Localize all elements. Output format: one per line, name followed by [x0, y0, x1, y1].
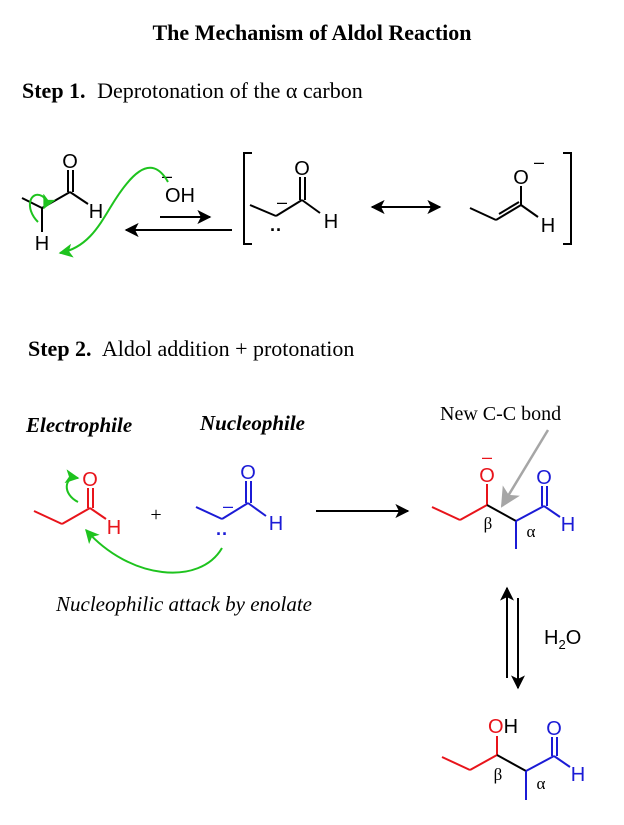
step1-heading: Step 1. Deprotonation of the α carbon — [22, 78, 363, 103]
enolate-oxygen: O — [513, 167, 529, 189]
green-curved-arrow-ch-bond — [28, 193, 56, 223]
electrophile-structure — [33, 488, 107, 525]
plus-sign: + — [150, 504, 161, 526]
water-subscript: 2 — [558, 637, 565, 652]
step1-label: Step 1. — [22, 78, 86, 103]
enolate-hydrogen: H — [541, 215, 555, 237]
step1-aldehyde-oxygen: O — [62, 151, 78, 173]
page-title: The Mechanism of Aldol Reaction — [153, 20, 472, 45]
carbanion-charge: – — [277, 192, 287, 212]
electrophile-oxygen-label: O — [82, 469, 98, 491]
new-bond-label: New C-C bond — [440, 403, 561, 425]
alkoxide-alpha-label: α — [527, 522, 536, 541]
step1-description: Deprotonation of the α carbon — [97, 78, 363, 103]
carbanion-structure — [249, 177, 321, 217]
alkoxide-beta-label: β — [484, 514, 493, 533]
alkoxide-aldehyde-oxygen: O — [536, 467, 552, 489]
nucleophile-oxygen: O — [240, 462, 256, 484]
step2-description: Aldol addition + protonation — [102, 336, 355, 361]
nucleophile-label: Nucleophile — [199, 411, 305, 435]
enolate-charge: – — [534, 152, 544, 172]
alkoxide-product — [431, 484, 561, 549]
nucleophilic-attack-caption: Nucleophilic attack by enolate — [55, 592, 312, 616]
aldol-hydroxyl-o: O — [488, 716, 504, 738]
aldol-beta-label: β — [494, 765, 503, 784]
alkoxide-aldehyde-hydrogen: H — [561, 514, 575, 536]
aldol-hydroxyl-h: H — [504, 716, 518, 738]
enolate-structure — [469, 186, 539, 221]
nucleophile-lone-pair: ·· — [216, 524, 228, 544]
water-reagent: H2O — [544, 627, 581, 652]
carbanion-lone-pair: ·· — [270, 220, 282, 240]
aldol-product — [441, 736, 571, 800]
hydroxide-label: OH — [165, 185, 195, 207]
aldol-aldehyde-hydrogen: H — [571, 764, 585, 786]
new-bond-pointer-arrow — [500, 429, 550, 508]
resonance-left-bracket — [243, 152, 252, 245]
water-h: H — [544, 627, 558, 649]
step2-heading: Step 2. Aldol addition + protonation — [28, 336, 354, 361]
step1-aldehyde-hydrogen: H — [89, 201, 103, 223]
step2-label: Step 2. — [28, 336, 92, 361]
water-o: O — [566, 627, 582, 649]
green-curved-arrow-nucleophilic-attack — [85, 528, 223, 574]
hydroxide-charge: – — [162, 166, 172, 186]
alkoxide-oxygen: O — [479, 465, 495, 487]
resonance-right-bracket — [563, 152, 572, 245]
nucleophile-charge: – — [223, 496, 233, 516]
aldol-aldehyde-oxygen: O — [546, 718, 562, 740]
electrophile-hydrogen: H — [107, 517, 121, 539]
carbanion-hydrogen: H — [324, 211, 338, 233]
nucleophile-hydrogen: H — [269, 513, 283, 535]
green-curved-arrow-deprotonation — [58, 167, 169, 258]
aldol-hydroxyl: OH — [488, 716, 518, 738]
nucleophile-structure — [195, 481, 267, 520]
aldol-alpha-label: α — [537, 774, 546, 793]
step1-aldehyde — [21, 170, 89, 232]
alkoxide-charge: – — [482, 447, 492, 467]
carbanion-oxygen: O — [294, 158, 310, 180]
electrophile-label: Electrophile — [25, 413, 132, 437]
step1-alpha-hydrogen: H — [35, 233, 49, 255]
green-curved-arrow-carbonyl — [64, 469, 80, 503]
